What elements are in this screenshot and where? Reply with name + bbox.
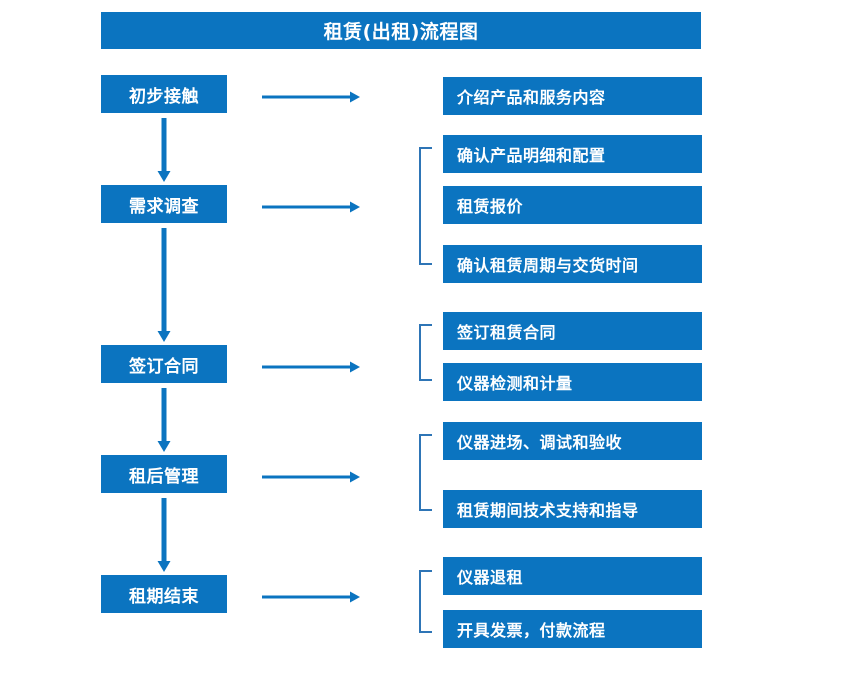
detail-box[interactable]: 租赁期间技术支持和指导 — [443, 490, 702, 528]
detail-box[interactable]: 租赁报价 — [443, 186, 702, 224]
detail-box[interactable]: 仪器检测和计量 — [443, 363, 702, 401]
stage-box[interactable]: 初步接触 — [101, 75, 227, 113]
bracket-contract — [419, 324, 432, 381]
page-title: 租赁(出租)流程图 — [101, 12, 701, 49]
detail-box[interactable]: 介绍产品和服务内容 — [443, 77, 702, 115]
arrow-contract-to-management — [157, 388, 171, 452]
detail-box[interactable]: 开具发票，付款流程 — [443, 610, 702, 648]
detail-box[interactable]: 确认租赁周期与交货时间 — [443, 245, 702, 283]
arrow-to-requirements — [262, 198, 360, 213]
arrow-requirements-to-contract — [157, 228, 171, 342]
stage-box[interactable]: 租后管理 — [101, 455, 227, 493]
arrow-to-management — [262, 468, 360, 483]
detail-box[interactable]: 仪器退租 — [443, 557, 702, 595]
arrow-management-to-closing — [157, 498, 171, 572]
detail-box[interactable]: 仪器进场、调试和验收 — [443, 422, 702, 460]
detail-box[interactable]: 确认产品明细和配置 — [443, 135, 702, 173]
bracket-requirements — [419, 147, 432, 265]
stage-box[interactable]: 租期结束 — [101, 575, 227, 613]
stage-box[interactable]: 需求调查 — [101, 185, 227, 223]
arrow-to-contract — [262, 358, 360, 373]
bracket-management — [419, 434, 432, 511]
arrow-to-closing — [262, 588, 360, 603]
arrow-to-intro — [262, 88, 360, 103]
detail-box[interactable]: 签订租赁合同 — [443, 312, 702, 350]
stage-box[interactable]: 签订合同 — [101, 345, 227, 383]
arrow-contact-to-requirements — [157, 118, 171, 182]
bracket-closing — [419, 570, 432, 633]
